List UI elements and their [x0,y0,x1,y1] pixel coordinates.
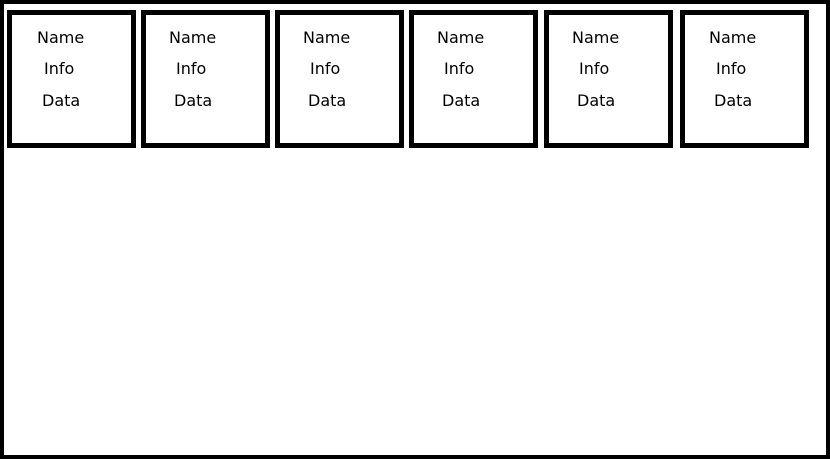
card-6: Name Info Data [680,10,809,148]
card-3: Name Info Data [275,10,404,148]
card-data-label: Data [308,91,347,110]
card-name-label: Name [709,28,757,47]
card-name-label: Name [303,28,351,47]
card-data-label: Data [714,91,753,110]
card-info-label: Info [444,59,475,78]
card-data-label: Data [42,91,81,110]
card-info-label: Info [176,59,207,78]
card-info-label: Info [310,59,341,78]
card-data-label: Data [577,91,616,110]
card-1: Name Info Data [7,10,136,148]
card-name-label: Name [572,28,620,47]
card-info-label: Info [579,59,610,78]
card-name-label: Name [169,28,217,47]
card-5: Name Info Data [544,10,673,148]
card-data-label: Data [174,91,213,110]
card-info-label: Info [716,59,747,78]
card-info-label: Info [44,59,75,78]
card-2: Name Info Data [141,10,270,148]
card-4: Name Info Data [409,10,538,148]
card-data-label: Data [442,91,481,110]
card-name-label: Name [37,28,85,47]
card-name-label: Name [437,28,485,47]
